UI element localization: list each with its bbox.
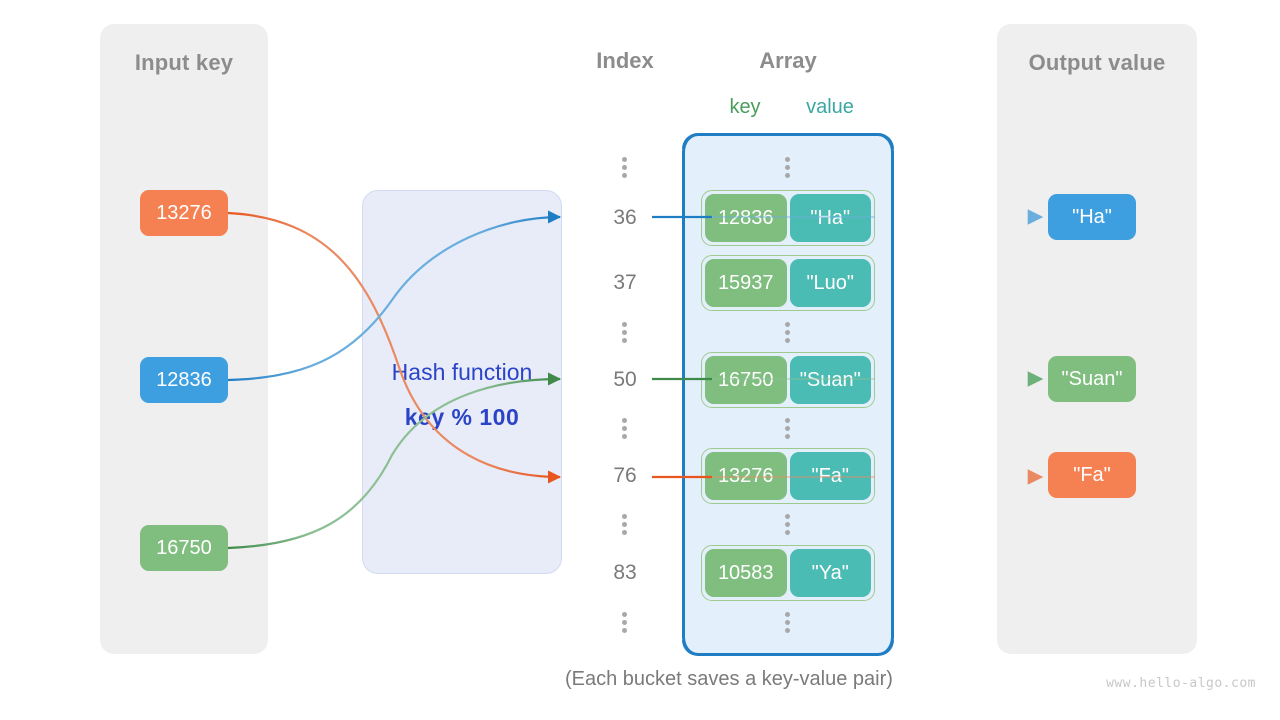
hash-function-formula: key % 100 xyxy=(404,404,520,430)
input-key-chip-16750[interactable]: 16750 xyxy=(140,525,228,571)
output-value-chip-suan[interactable]: "Suan" xyxy=(1048,356,1136,402)
array-column-title: Array xyxy=(759,48,817,73)
index-label-83: 83 xyxy=(613,561,637,584)
output-value-chip-label: "Ha" xyxy=(1072,205,1112,228)
bucket-value: "Suan" xyxy=(789,356,871,404)
array-bucket[interactable]: 13276 "Fa" xyxy=(701,448,875,504)
bucket-value: "Luo" xyxy=(789,259,871,307)
bucket-key: 15937 xyxy=(705,259,787,307)
hash-function-label: Hash function xyxy=(391,359,533,385)
input-key-title: Input key xyxy=(134,50,234,75)
index-ellipsis xyxy=(618,612,632,634)
array-ellipsis xyxy=(781,514,795,536)
bucket-key: 10583 xyxy=(705,549,787,597)
output-value-panel: Output value xyxy=(997,24,1197,654)
hash-function-box: Hash function key % 100 xyxy=(362,190,562,574)
index-ellipsis xyxy=(618,157,632,179)
array-bucket[interactable]: 10583 "Ya" xyxy=(701,545,875,601)
index-column-title: Index xyxy=(596,48,654,73)
array-ellipsis xyxy=(781,157,795,179)
array-bucket[interactable]: 12836 "Ha" xyxy=(701,190,875,246)
index-label-50: 50 xyxy=(613,368,637,391)
bucket-value: "Ha" xyxy=(789,194,871,242)
array-bucket[interactable]: 15937 "Luo" xyxy=(701,255,875,311)
input-key-chip-13276[interactable]: 13276 xyxy=(140,190,228,236)
input-key-chip-label: 13276 xyxy=(156,201,212,224)
output-value-title: Output value xyxy=(1028,50,1166,75)
key-column-label: key xyxy=(729,96,761,118)
bucket-value: "Ya" xyxy=(789,549,871,597)
input-key-chip-12836[interactable]: 12836 xyxy=(140,357,228,403)
bucket-value: "Fa" xyxy=(789,452,871,500)
output-value-chip-label: "Fa" xyxy=(1073,463,1111,486)
value-column-label: value xyxy=(806,96,854,118)
diagram-caption: (Each bucket saves a key-value pair) xyxy=(565,668,893,690)
index-label-37: 37 xyxy=(613,271,637,294)
bucket-key: 13276 xyxy=(705,452,787,500)
array-ellipsis xyxy=(781,322,795,344)
array-ellipsis xyxy=(781,418,795,440)
index-ellipsis xyxy=(618,322,632,344)
bucket-key: 12836 xyxy=(705,194,787,242)
output-value-chip-label: "Suan" xyxy=(1061,367,1123,390)
index-ellipsis xyxy=(618,418,632,440)
index-label-36: 36 xyxy=(613,206,637,229)
input-key-chip-label: 12836 xyxy=(156,368,212,391)
bucket-key: 16750 xyxy=(705,356,787,404)
array-ellipsis xyxy=(781,612,795,634)
output-value-chip-ha[interactable]: "Ha" xyxy=(1048,194,1136,240)
watermark: www.hello-algo.com xyxy=(1106,676,1256,691)
index-label-76: 76 xyxy=(613,464,637,487)
index-ellipsis xyxy=(618,514,632,536)
input-key-chip-label: 16750 xyxy=(156,536,212,559)
output-value-chip-fa[interactable]: "Fa" xyxy=(1048,452,1136,498)
array-bucket[interactable]: 16750 "Suan" xyxy=(701,352,875,408)
